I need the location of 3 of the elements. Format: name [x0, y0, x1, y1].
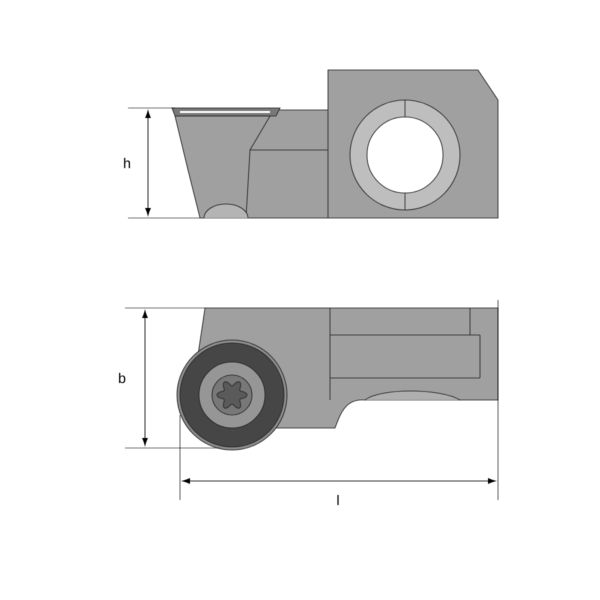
dimension-label: l: [337, 494, 339, 506]
dimension-label: b: [119, 372, 126, 384]
dimension-label: h: [124, 158, 130, 168]
